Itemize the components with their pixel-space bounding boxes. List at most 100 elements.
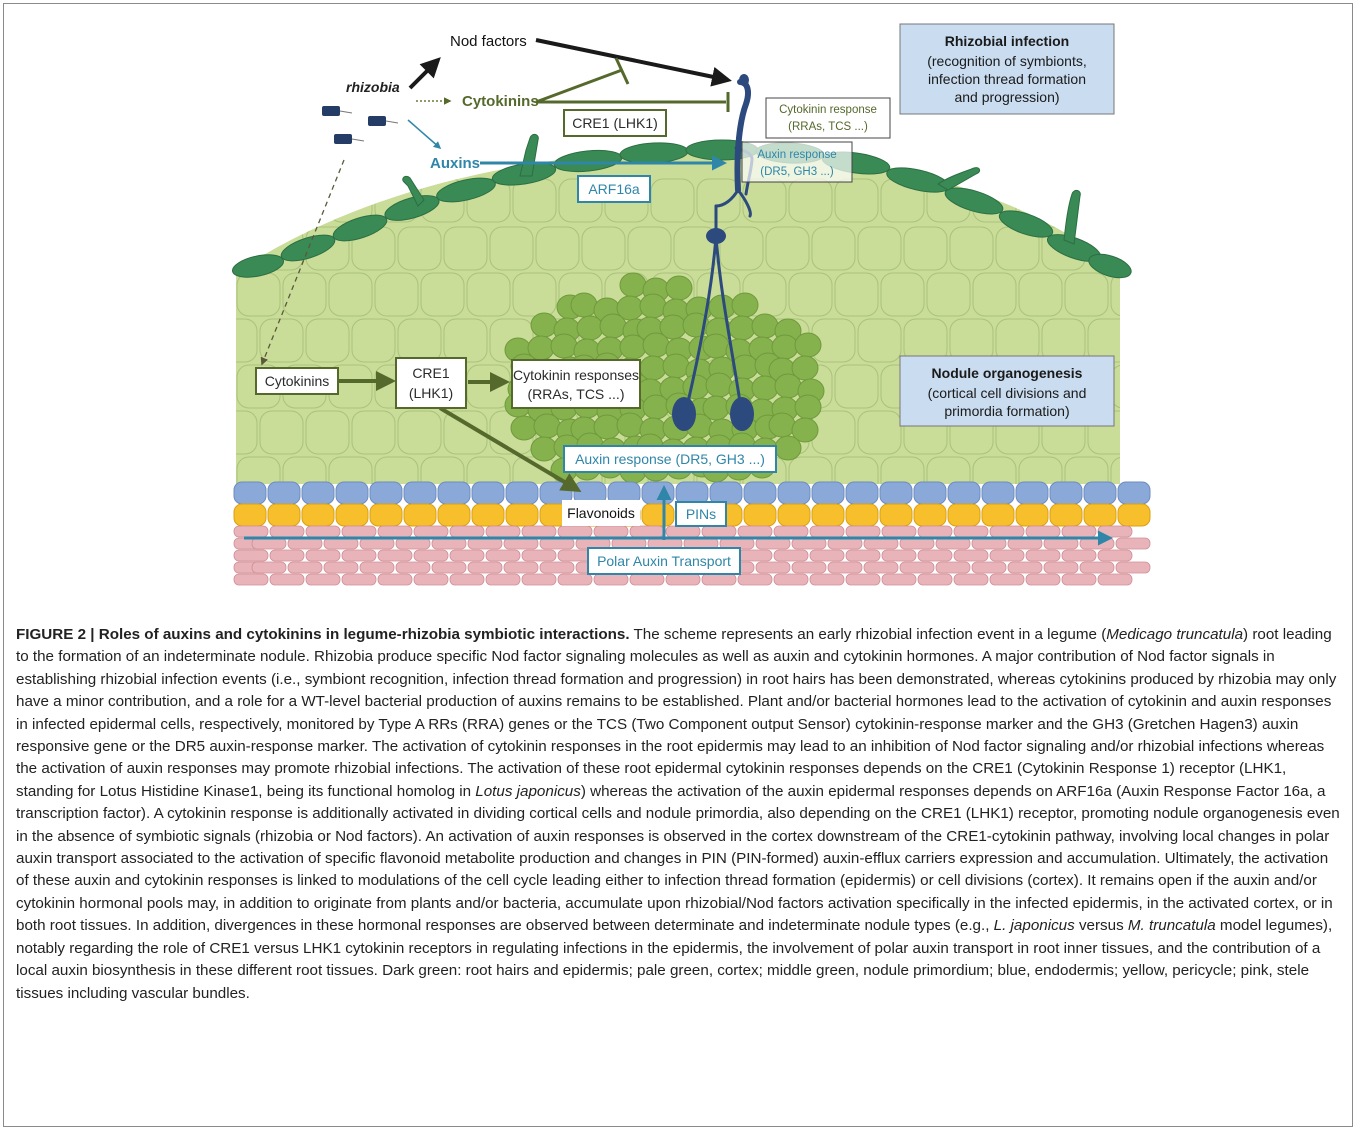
rhizobia-to-auxins-arrow <box>407 119 442 149</box>
endodermis-cell <box>505 481 539 505</box>
endodermis-cell <box>1049 481 1083 505</box>
caption-segment: Lotus japonicus <box>475 782 581 800</box>
stele-cell <box>233 549 269 562</box>
stele-cell <box>359 537 395 550</box>
auxin-response-cortex-box: Auxin response (DR5, GH3 ...) <box>563 445 777 473</box>
cortex-cell <box>765 226 810 271</box>
stele-cell <box>341 525 377 538</box>
primordium-cell <box>774 435 802 461</box>
caption-segment: ) root leading to the formation of an in… <box>16 626 1337 800</box>
cortex-cell <box>305 318 350 363</box>
cortex-cell <box>627 226 672 271</box>
stele-cell <box>899 561 935 574</box>
stele-cell <box>1007 561 1043 574</box>
inner-root-layers <box>233 481 1151 586</box>
cre1-lhk1-top-box: CRE1 (LHK1) <box>563 109 667 137</box>
stele-cell <box>1043 537 1079 550</box>
stele-cell <box>971 537 1007 550</box>
rhizobial-infection-box: Rhizobial infection (recognition of symb… <box>899 23 1115 115</box>
endodermis-cell <box>437 481 471 505</box>
nodule-organogenesis-title: Nodule organogenesis <box>932 365 1083 381</box>
primordium-cell <box>794 332 822 358</box>
stele-cell <box>467 537 503 550</box>
endodermis-cell <box>675 481 709 505</box>
arf16a-label: ARF16a <box>588 181 640 197</box>
stele-cell <box>395 561 431 574</box>
stele-cell <box>539 537 575 550</box>
cortex-cell <box>351 410 396 455</box>
stele-cell <box>971 561 1007 574</box>
stele-cell <box>413 549 449 562</box>
pericycle-cell <box>947 503 981 527</box>
cortex-cell <box>374 272 419 317</box>
cortex-cell <box>282 272 327 317</box>
cortex-cell <box>328 178 373 223</box>
pericycle-cell <box>879 503 913 527</box>
epidermis <box>231 139 1132 279</box>
infection-thread-bulbs <box>672 74 754 431</box>
stele-cell <box>1061 549 1097 562</box>
flavonoids-box: Flavonoids <box>562 500 640 526</box>
auxins-label: Auxins <box>430 155 480 172</box>
cortex-cell <box>811 226 856 271</box>
flavonoids-label: Flavonoids <box>567 505 635 521</box>
stele-cell <box>809 573 845 586</box>
cortex-cell <box>788 456 833 484</box>
stele-cell <box>413 573 449 586</box>
rhizobia-to-cortex-dashed-arrow <box>260 159 345 366</box>
cortex-cell <box>489 226 534 271</box>
cortex-cell <box>397 318 442 363</box>
caption-segment: versus <box>1074 917 1128 935</box>
primordium-cell <box>665 275 693 301</box>
pericycle-cell <box>913 503 947 527</box>
cortex-cell <box>857 226 902 271</box>
stele-cell <box>791 561 827 574</box>
cortex-cell <box>351 318 396 363</box>
stele-cell <box>323 561 359 574</box>
endodermis-cell <box>335 481 369 505</box>
stele-cell <box>269 573 305 586</box>
pericycle-cell <box>403 503 437 527</box>
pericycle-cell <box>981 503 1015 527</box>
cytokinin-responses-line1: Cytokinin responses <box>513 367 639 383</box>
cortex-cell <box>420 272 465 317</box>
cre1-to-flavonoids-arrow <box>438 406 582 493</box>
stele-cell <box>989 525 1025 538</box>
stele-cell <box>341 573 377 586</box>
primordium-cell <box>702 333 730 359</box>
cytokinin-responses-box: Cytokinin responses (RRAs, TCS ...) <box>511 359 641 409</box>
caption-segment: M. truncatula <box>1127 917 1216 935</box>
stele-cell <box>539 561 575 574</box>
endodermis-cell <box>981 481 1015 505</box>
endodermis-cell <box>879 481 913 505</box>
cortex-cell <box>788 178 833 223</box>
stele-cell <box>557 525 593 538</box>
rhizobial-infection-line3: and progression) <box>954 89 1059 105</box>
stele-cell <box>1061 573 1097 586</box>
cortex-cell <box>1018 272 1063 317</box>
cortex-cell <box>811 410 856 455</box>
cortex-cell <box>1110 364 1120 409</box>
stele-cell <box>377 573 413 586</box>
stele-cell <box>503 561 539 574</box>
stele-cell <box>341 549 377 562</box>
stele-cell <box>665 573 701 586</box>
stele-cell <box>845 525 881 538</box>
stele-cell <box>305 573 341 586</box>
stele-cell <box>269 525 305 538</box>
cortex-cell <box>972 272 1017 317</box>
cortex-cell <box>880 272 925 317</box>
cortex-cell <box>788 272 833 317</box>
cortex-cell <box>259 318 304 363</box>
cortex-cell <box>443 410 488 455</box>
endodermis-cell <box>1117 481 1151 505</box>
stele-cell <box>755 561 791 574</box>
stele-cell <box>1061 525 1097 538</box>
cortex-cell <box>443 226 488 271</box>
primordium-cell <box>728 315 756 341</box>
primordium-cell <box>570 292 598 318</box>
infection-thread <box>686 79 754 404</box>
stele-cell <box>953 525 989 538</box>
cre1-cortex-line1: CRE1 <box>412 365 450 381</box>
stele-cell <box>881 549 917 562</box>
